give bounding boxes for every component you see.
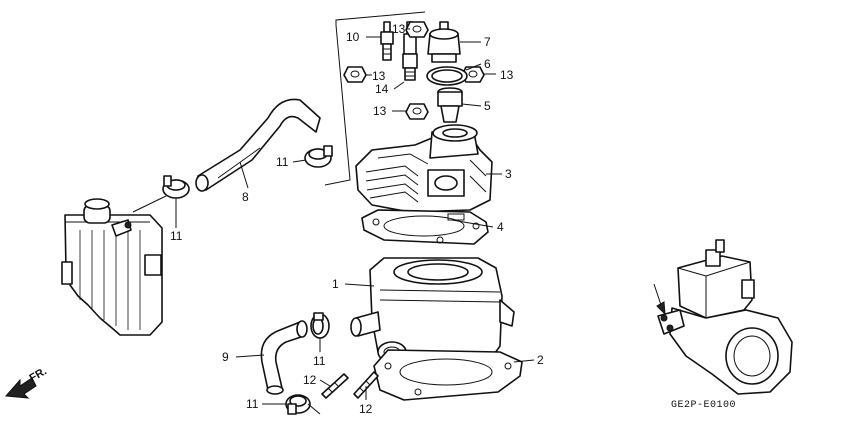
callout-12-bottom: 12 (359, 402, 373, 416)
flange-nut (405, 103, 429, 120)
callout-13-lower: 13 (373, 104, 387, 118)
callout-10: 10 (346, 30, 360, 44)
hose-clamp (162, 175, 190, 199)
thermostat (437, 87, 463, 123)
flange-nut (405, 21, 429, 38)
callout-2: 2 (537, 353, 544, 367)
callout-8: 8 (242, 190, 249, 204)
front-marker-text: FR. (28, 365, 49, 384)
hose-clamp (285, 394, 311, 415)
o-ring (426, 66, 468, 86)
hose-clamp (304, 145, 333, 168)
cylinder-head (355, 124, 493, 213)
radiator-hose-lower (260, 320, 308, 395)
diagram-code: GE2P-E0100 (671, 400, 736, 411)
stud-bolt (321, 373, 349, 399)
callout-11-bottom: 11 (246, 397, 259, 411)
radiator-hose-upper (195, 98, 321, 192)
callout-13-top: 13 (392, 22, 406, 36)
leader-lines (175, 28, 535, 405)
spark-plug (380, 21, 394, 61)
flange-nut (343, 66, 367, 83)
cylinder (350, 257, 515, 373)
callout-7: 7 (484, 35, 491, 49)
radiator (61, 198, 163, 336)
callout-11-left: 11 (170, 229, 183, 243)
callout-9: 9 (222, 350, 229, 364)
callout-5: 5 (484, 99, 491, 113)
group-bracket (324, 11, 426, 186)
cylinder-head-gasket (361, 209, 489, 245)
callouts: 1 2 3 4 5 6 7 8 9 10 11 11 11 11 12 12 1… (170, 22, 544, 416)
front-direction-marker: FR. (4, 365, 49, 399)
cylinder-base-gasket (373, 349, 523, 401)
callout-11-lower: 11 (313, 354, 326, 368)
callout-1: 1 (332, 277, 339, 291)
callout-13-right: 13 (500, 68, 514, 82)
inset-radiator-view (653, 239, 793, 395)
callout-3: 3 (505, 167, 512, 181)
callout-6: 6 (484, 57, 491, 71)
callout-13-left: 13 (372, 69, 386, 83)
callout-12-left: 12 (303, 373, 317, 387)
callout-14: 14 (375, 82, 389, 96)
callout-4: 4 (497, 220, 504, 234)
callout-11-upper: 11 (276, 155, 289, 169)
thermostat-cover (427, 21, 461, 63)
stud-bolt (353, 371, 379, 399)
hose-clamp (310, 312, 330, 339)
